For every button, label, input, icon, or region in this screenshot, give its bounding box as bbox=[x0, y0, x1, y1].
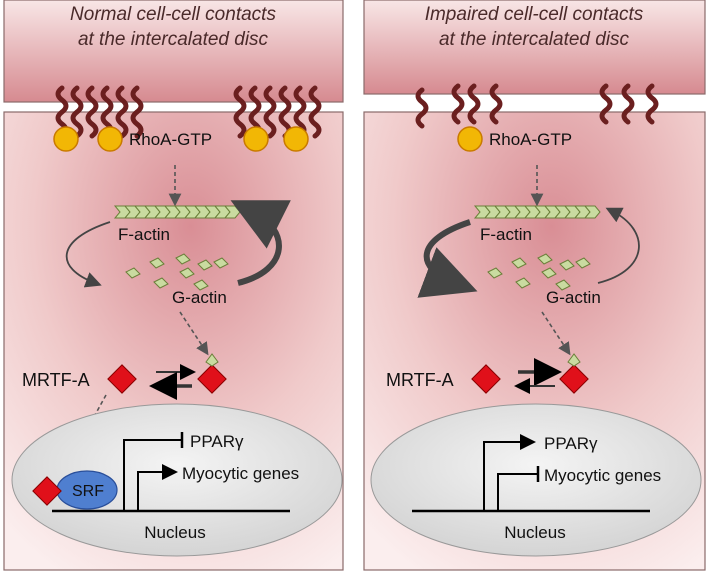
f-actin-label: F-actin bbox=[118, 225, 170, 244]
nucleus-label: Nucleus bbox=[504, 523, 565, 542]
mrtf-diamond-icon bbox=[32, 476, 62, 506]
panel-title-line1: Normal cell-cell contacts bbox=[70, 4, 276, 25]
g-actin-label: G-actin bbox=[546, 288, 601, 307]
polymerization-arrow bbox=[597, 207, 640, 284]
f-actin-filament-icon bbox=[473, 205, 601, 219]
g-actin-monomer-icon bbox=[125, 253, 229, 291]
myocytic-genes-label: Myocytic genes bbox=[182, 464, 299, 483]
nucleus bbox=[11, 403, 343, 557]
myocytic-activation-arrow bbox=[137, 464, 178, 511]
g-actin-monomer-icon bbox=[567, 353, 581, 367]
panel-impaired: Impaired cell-cell contacts at the inter… bbox=[363, 0, 706, 571]
rhoa-dot-icon bbox=[457, 126, 483, 152]
nucleus bbox=[370, 403, 702, 557]
panel-normal: Normal cell-cell contacts at the interca… bbox=[3, 0, 344, 571]
mrtf-a-label: MRTF-A bbox=[386, 370, 454, 390]
mrtf-diamond-icon bbox=[197, 364, 227, 394]
myocytic-repression bbox=[497, 473, 538, 511]
cadherin-squiggle-icon bbox=[55, 85, 144, 139]
g-actin-monomer-icon bbox=[205, 353, 219, 367]
gactin-to-mrtf-arrow bbox=[541, 311, 571, 356]
mrtf-diamond-icon bbox=[471, 364, 501, 394]
pparg-label: PPARγ bbox=[190, 432, 244, 451]
f-actin-label: F-actin bbox=[480, 225, 532, 244]
mrtf-diamond-icon bbox=[107, 364, 137, 394]
gactin-to-mrtf-arrow bbox=[179, 311, 209, 356]
depolymerization-arrow bbox=[65, 221, 111, 288]
neighbor-cell bbox=[363, 0, 706, 95]
cadherin-squiggle-icon bbox=[415, 83, 659, 129]
neighbor-cell bbox=[3, 0, 344, 103]
pparg-label: PPARγ bbox=[544, 434, 598, 453]
f-actin-filament-icon bbox=[113, 205, 241, 219]
nucleus-label: Nucleus bbox=[144, 523, 205, 542]
myocytic-genes-label: Myocytic genes bbox=[544, 466, 661, 485]
g-actin-monomer-icon bbox=[487, 253, 591, 291]
panel-title-line2: at the intercalated disc bbox=[439, 29, 630, 50]
rhoa-dot-icon bbox=[53, 126, 309, 152]
panel-title-line2: at the intercalated disc bbox=[78, 29, 269, 50]
rhoa-gtp-label: RhoA-GTP bbox=[129, 130, 212, 149]
polymerization-arrow-strong bbox=[230, 200, 291, 286]
srf-label: SRF bbox=[72, 483, 104, 500]
rhoa-gtp-label: RhoA-GTP bbox=[489, 130, 572, 149]
pparg-repression bbox=[123, 439, 182, 511]
mrtf-diamond-icon bbox=[559, 364, 589, 394]
mrtf-a-label: MRTF-A bbox=[22, 370, 90, 390]
pparg-activation-arrow bbox=[483, 434, 536, 511]
panel-title-line1: Impaired cell-cell contacts bbox=[425, 4, 644, 25]
g-actin-label: G-actin bbox=[172, 288, 227, 307]
depolymerization-arrow-strong bbox=[417, 219, 478, 298]
